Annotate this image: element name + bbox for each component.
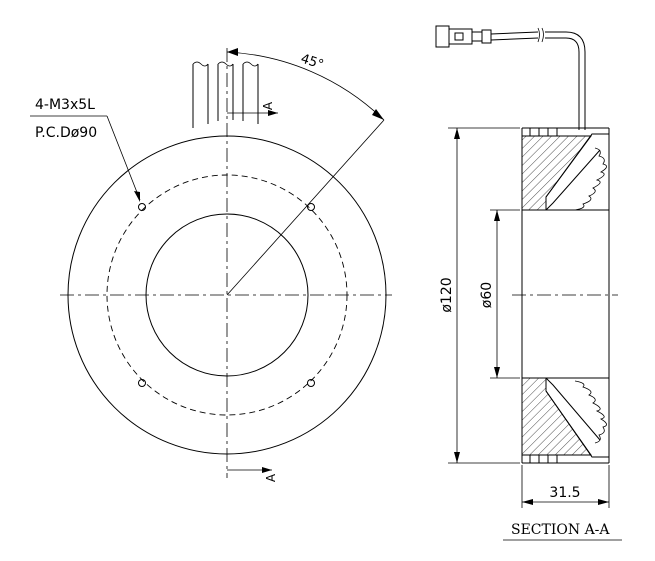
hole-callout-line2: P.C.Dø90 — [35, 125, 97, 141]
section-arrow-bottom: A — [227, 467, 278, 482]
mount-hole — [138, 379, 146, 387]
width-dimension: 31.5 — [521, 465, 610, 508]
angle-arrow — [227, 48, 238, 56]
section-mark-top-text: A — [261, 101, 275, 110]
inner-diameter-label: ø60 — [479, 282, 495, 308]
angle-label: 45° — [299, 52, 326, 73]
section-arrow-top: A — [227, 101, 278, 116]
outer-diameter-label: ø120 — [439, 277, 455, 312]
cable-stubs — [192, 61, 259, 128]
outer-diameter-dimension: ø120 — [439, 127, 520, 464]
angle-arrow — [372, 109, 384, 120]
mount-hole — [307, 379, 315, 387]
mount-hole — [138, 203, 146, 211]
section-view: ø120 ø60 31.5 SECTION A-A — [435, 25, 622, 541]
upper-housing-section — [521, 128, 609, 211]
inner-diameter-dimension: ø60 — [479, 209, 520, 379]
angle-dimension-arc — [226, 51, 385, 121]
lower-housing-section — [521, 377, 609, 463]
section-title: SECTION A-A — [511, 522, 610, 538]
hole-callout-line1: 4-M3x5L — [35, 97, 95, 113]
front-view: A A 45° 4-M3x5L P.C.Dø90 — [30, 48, 392, 482]
width-label: 31.5 — [549, 485, 580, 501]
angle-reference-line — [226, 119, 385, 296]
hole-callout: 4-M3x5L P.C.Dø90 — [30, 97, 141, 202]
mount-hole — [307, 203, 315, 211]
connector-plug — [435, 25, 586, 130]
section-mark-bottom-text: A — [264, 473, 278, 482]
